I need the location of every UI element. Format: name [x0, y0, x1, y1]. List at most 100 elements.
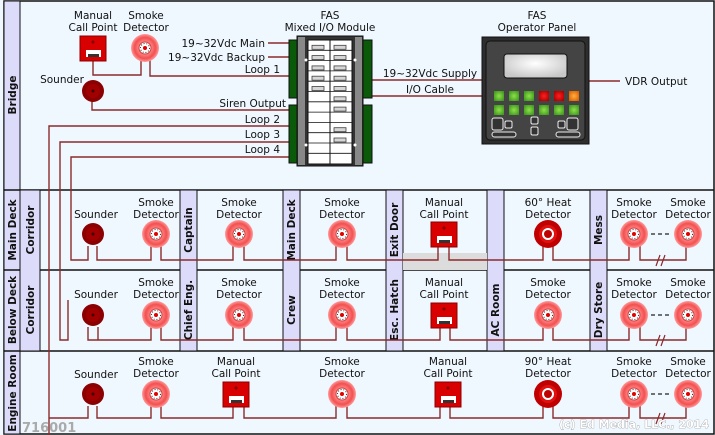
smoke-label: Smoke: [138, 197, 173, 209]
heat-detector-icon: [534, 220, 562, 248]
smoke-detector-icon: [225, 301, 253, 329]
room-label-captain: Captain: [183, 207, 195, 253]
mcp-label: Call Point: [419, 289, 468, 301]
mcp-label: Manual: [429, 356, 467, 368]
smoke-label: Smoke: [616, 197, 651, 209]
heat60-label: Detector: [525, 209, 571, 221]
heat90-label: 90° Heat: [525, 356, 572, 368]
room-label-md-corridor: Corridor: [25, 205, 37, 255]
panel-led-green: [554, 105, 564, 115]
bridge-smoke-label-1: Smoke: [128, 10, 163, 22]
smoke-label: Smoke: [616, 356, 651, 368]
smoke-label: Detector: [133, 209, 179, 221]
room-label-exit-door: Exit Door: [389, 202, 401, 257]
input-loop-1: Loop 1: [245, 64, 280, 76]
smoke-label: Smoke: [221, 277, 256, 289]
sounder-label: Sounder: [74, 369, 119, 381]
manual-call-point-icon: [430, 302, 458, 329]
smoke-label: Smoke: [530, 277, 565, 289]
smoke-label: Detector: [665, 368, 711, 380]
mcp-label: Call Point: [419, 209, 468, 221]
smoke-label: Detector: [525, 289, 571, 301]
bridge-smoke-label-2: Detector: [123, 22, 169, 34]
smoke-label: Smoke: [221, 197, 256, 209]
smoke-label: Detector: [133, 289, 179, 301]
panel-led-green: [494, 105, 504, 115]
room-label-crew: Crew: [286, 295, 298, 325]
input-siren-output: Siren Output: [219, 98, 286, 110]
sounder-label: Sounder: [74, 289, 119, 301]
manual-call-point-icon: [222, 381, 250, 408]
smoke-label: Detector: [611, 209, 657, 221]
room-label-main-deck: Main Deck: [286, 198, 298, 260]
mcp-label: Call Point: [211, 368, 260, 380]
mcp-label: Manual: [217, 356, 255, 368]
panel-title-1: FAS: [528, 10, 547, 22]
input-backup-power: 19~32Vdc Backup: [168, 52, 265, 64]
panel-title-2: Operator Panel: [498, 22, 577, 34]
smoke-label: Smoke: [324, 356, 359, 368]
smoke-label: Detector: [665, 289, 711, 301]
panel-led-green: [509, 91, 519, 101]
mcp-label: Manual: [425, 197, 463, 209]
panel-led-green: [509, 105, 519, 115]
smoke-label: Smoke: [138, 277, 173, 289]
vdr-output-label: VDR Output: [625, 76, 687, 88]
break-marks: [655, 254, 666, 425]
panel-led-green: [539, 105, 549, 115]
smoke-detector-icon: [142, 301, 170, 329]
wiring: [48, 42, 687, 435]
smoke-detector-icon: [142, 220, 170, 248]
panel-led-green: [524, 91, 534, 101]
room-label-dry-store: Dry Store: [593, 282, 605, 339]
zone-label-main-deck: Main Deck: [7, 198, 19, 260]
smoke-detector-icon: [620, 220, 648, 248]
panel-led-red: [554, 91, 564, 101]
mcp-label: Call Point: [423, 368, 472, 380]
diagram-code: 716001: [22, 421, 76, 435]
bridge-mcp-label-2: Call Point: [68, 22, 117, 34]
panel-led-green: [569, 105, 579, 115]
smoke-detector-icon: [142, 380, 170, 408]
smoke-detector-icon: [328, 380, 356, 408]
smoke-label: Detector: [611, 289, 657, 301]
smoke-label: Detector: [319, 209, 365, 221]
smoke-detector-icon: [620, 380, 648, 408]
smoke-label: Smoke: [324, 277, 359, 289]
panel-display: [503, 53, 568, 79]
mixed-io-module: [288, 35, 373, 167]
smoke-label: Detector: [665, 209, 711, 221]
room-label-ac-room: AC Room: [490, 283, 502, 336]
smoke-label: Smoke: [670, 197, 705, 209]
zone-label-engine-room: Engine Room: [7, 354, 19, 432]
bridge-mcp-label-1: Manual: [74, 10, 112, 22]
smoke-detector-icon: [674, 220, 702, 248]
smoke-label: Smoke: [670, 277, 705, 289]
panel-buttons: [491, 116, 581, 138]
room-label-esc-hatch: Esc. Hatch: [389, 279, 401, 341]
smoke-detector-icon: [674, 301, 702, 329]
room-label-bd-corridor: Corridor: [25, 285, 37, 335]
sounder-icon: [82, 80, 104, 102]
smoke-detector-icon: [328, 301, 356, 329]
smoke-detector-icon: [131, 34, 159, 62]
smoke-label: Detector: [216, 209, 262, 221]
panel-led-green: [494, 91, 504, 101]
room-label-chief-eng: Chief Eng.: [183, 280, 195, 340]
heat-detector-icon: [534, 380, 562, 408]
module-title-2: Mixed I/O Module: [285, 22, 376, 34]
smoke-detector-icon: [674, 380, 702, 408]
smoke-detector-icon: [225, 220, 253, 248]
smoke-detector-icon: [328, 220, 356, 248]
dashes: [651, 233, 672, 395]
manual-call-point-icon: [79, 35, 107, 62]
copyright: (c) Ed Media, LLC., 2014: [559, 418, 709, 431]
smoke-label: Detector: [133, 368, 179, 380]
smoke-label: Smoke: [138, 356, 173, 368]
smoke-label: Smoke: [324, 197, 359, 209]
panel-link-io-cable: I/O Cable: [406, 84, 454, 96]
smoke-label: Detector: [319, 289, 365, 301]
bridge-sounder-label: Sounder: [40, 74, 85, 86]
